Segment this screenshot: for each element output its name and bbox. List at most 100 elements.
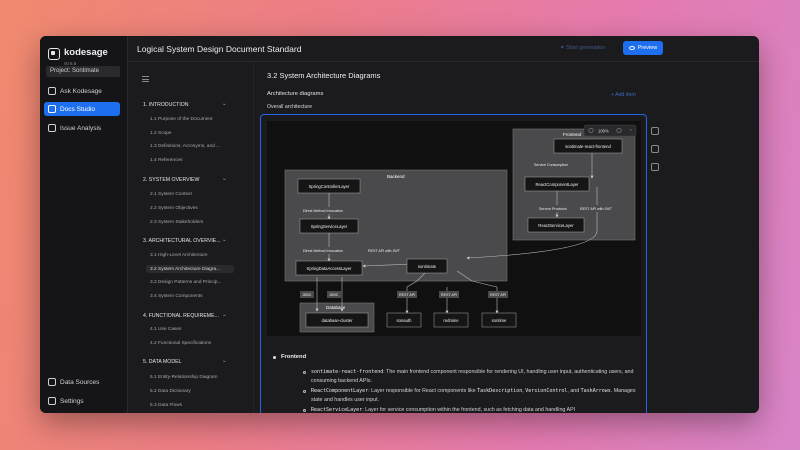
chevron-down-icon: ⌄ <box>222 237 227 243</box>
item-text: : Layer for service consumption within t… <box>362 407 576 413</box>
zoom-controls[interactable]: 100% ⌃ <box>583 124 637 137</box>
node-spring-service <box>299 218 359 234</box>
expand-icon[interactable] <box>651 145 659 153</box>
backend-group-label: Backend <box>387 174 405 179</box>
item-text: , and <box>567 388 581 394</box>
toc-item[interactable]: 3.4 System Components <box>150 294 203 299</box>
toc-section[interactable]: 4. FUNCTIONAL REQUIREME...⌄ <box>143 312 227 319</box>
nav-docs-studio[interactable]: Docs Studio <box>44 102 120 116</box>
toc-item[interactable]: 2.3 System Stakeholders <box>150 220 204 225</box>
toc-section-title: 2. SYSTEM OVERVIEW <box>143 177 200 183</box>
nav-ask-kodesage[interactable]: Ask Kodesage <box>44 84 120 98</box>
check-icon <box>48 124 56 132</box>
toc-section[interactable]: 5. DATA MODEL ⌄ <box>143 358 227 365</box>
project-selector[interactable]: Project: Sontimate <box>46 66 120 77</box>
toc-section-title: 5. DATA MODEL <box>143 359 182 365</box>
toc-section-title: 4. FUNCTIONAL REQUIREME... <box>143 313 219 319</box>
toc-item[interactable]: 2.2 System Objectives <box>150 206 198 211</box>
bullet-heading: Frontend <box>281 354 307 360</box>
node-sontime <box>481 312 517 328</box>
node-database-cluster <box>305 312 369 328</box>
nav-label: Ask Kodesage <box>60 87 102 95</box>
chevron-down-icon: ⌄ <box>222 358 227 364</box>
data-icon <box>48 378 56 386</box>
nav-label: Data Sources <box>60 378 100 386</box>
nav-label: Settings <box>60 397 84 405</box>
nav-settings[interactable]: Settings <box>44 394 120 408</box>
toc-item[interactable]: 1.2 Scope <box>150 131 172 136</box>
app-version: v0.6.5 <box>64 61 77 66</box>
bullet-icon <box>273 356 276 359</box>
node-spring-data <box>295 260 363 276</box>
node-spring-controller <box>297 178 361 194</box>
edge-label: Service Provision <box>539 207 567 211</box>
node-label: redmine <box>443 318 459 323</box>
table-of-contents: 1. INTRODUCTION ⌄ 1.1 Purpose of the Docu… <box>128 62 254 413</box>
item-text: , <box>522 388 526 394</box>
diagram-svg: Frontend Backend Database <box>284 124 637 333</box>
trash-icon[interactable] <box>651 163 659 171</box>
start-generation-button[interactable]: ✦ Start generation <box>560 45 606 51</box>
add-item-button[interactable]: + Add item <box>611 92 636 98</box>
nav-data-sources[interactable]: Data Sources <box>44 375 120 389</box>
edge-label: Service Consumption <box>534 163 568 167</box>
nav-label: Issue Analysis <box>60 124 102 132</box>
item-text: : The main frontend component responsibl… <box>311 369 634 384</box>
toc-item[interactable]: 4.2 Functional Specifications <box>150 341 212 346</box>
node-label: ReactComponentLayer <box>535 182 579 187</box>
node-sontimate <box>406 258 448 274</box>
node-label: SpringControllerLayer <box>309 184 350 189</box>
chevron-down-icon: ⌄ <box>222 312 227 318</box>
list-icon[interactable] <box>142 76 149 82</box>
toc-item[interactable]: 1.3 Definitions, Acronyms, and ... <box>150 144 221 149</box>
item-text: . Manages state and handles user input. <box>311 388 636 403</box>
toc-item[interactable]: 5.3 Data Flows <box>150 403 182 408</box>
database-group-label: Database <box>326 305 346 310</box>
toc-item[interactable]: 1.1 Purpose of the Document <box>150 117 213 122</box>
collapse-icon[interactable]: ⌃ <box>629 129 633 134</box>
editor-content: 3.2 System Architecture Diagrams Archite… <box>254 62 759 413</box>
node-redmine <box>433 312 469 328</box>
edge-label: REST API with JWT <box>368 249 401 253</box>
code-span: TaskDescription <box>477 388 523 394</box>
toc-item[interactable]: 2.1 System Context <box>150 192 192 197</box>
node-label: sontimate-react-frontend <box>565 144 611 149</box>
edge-label: JDBC <box>329 293 339 297</box>
magic-wand-icon[interactable] <box>651 127 659 135</box>
toc-section[interactable]: 1. INTRODUCTION ⌄ <box>143 101 227 108</box>
toc-item-active[interactable]: 3.2 System Architecture Diagra... <box>146 265 234 273</box>
settings-icon <box>48 397 56 405</box>
toc-item[interactable]: 3.3 Design Patterns and Princip... <box>150 280 222 285</box>
frontend-group-label: Frontend <box>563 132 582 137</box>
toc-item[interactable]: 5.2 Data Dictionary <box>150 389 191 394</box>
node-label: ReactServiceLayer <box>538 223 574 228</box>
toc-item[interactable]: 5.1 Entity-Relationship Diagram <box>150 375 218 380</box>
edge-label: JDBC <box>302 293 312 297</box>
toc-section[interactable]: 3. ARCHITECTURAL OVERVIE...⌄ <box>143 237 227 244</box>
toc-item[interactable]: 1.4 References <box>150 158 183 163</box>
code-span: VersionControl <box>525 388 568 394</box>
node-label: sontimate <box>418 264 437 269</box>
sidebar: kodesage v0.6.5 Project: Sontimate Ask K… <box>40 36 128 413</box>
toc-section[interactable]: 2. SYSTEM OVERVIEW⌄ <box>143 176 227 183</box>
node-label: SpringDataAccessLayer <box>307 266 353 271</box>
node-label: database-cluster <box>322 318 354 323</box>
chat-icon <box>48 87 56 95</box>
node-sonauth <box>386 312 422 328</box>
diagram-block[interactable]: Frontend Backend Database <box>260 114 647 413</box>
zoom-in-icon[interactable] <box>616 128 622 133</box>
eye-icon <box>628 46 635 50</box>
overall-architecture-label: Overall architecture <box>267 104 312 110</box>
toc-item[interactable]: 3.1 High-Level Architecture <box>150 253 208 258</box>
code-span: sontimate-react-frontend <box>311 369 384 375</box>
edge-label: REST API with JWT <box>580 207 613 211</box>
kodesage-logo-icon <box>48 48 60 60</box>
toc-section-title: 1. INTRODUCTION <box>143 102 189 108</box>
nav-issue-analysis[interactable]: Issue Analysis <box>44 121 120 135</box>
start-generation-label: Start generation <box>566 45 606 51</box>
zoom-out-icon[interactable] <box>588 128 594 133</box>
docs-icon <box>48 105 56 113</box>
chevron-down-icon: ⌄ <box>222 101 227 107</box>
toc-item[interactable]: 4.1 Use Cases <box>150 327 182 332</box>
preview-button[interactable]: Preview <box>623 41 663 55</box>
